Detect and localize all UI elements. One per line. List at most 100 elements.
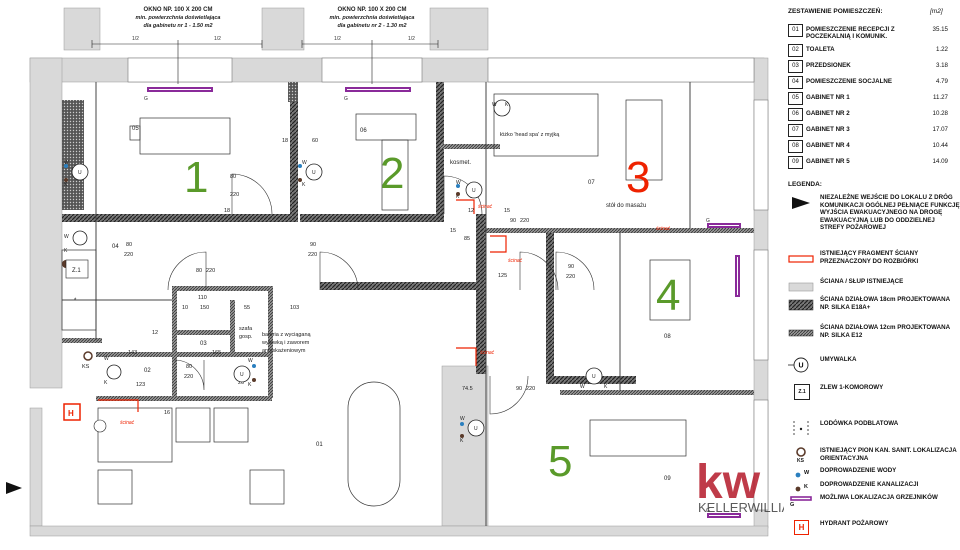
svg-text:K: K	[302, 182, 306, 188]
area-unit: [m2]	[930, 8, 943, 15]
svg-text:stół do masażu: stół do masażu	[606, 203, 646, 209]
demolition-labels: ścinać ścinać ścinać ścinać ścinać	[120, 204, 671, 426]
svg-text:12: 12	[468, 208, 474, 214]
sewer-connection-icon	[795, 486, 801, 492]
svg-text:05: 05	[132, 126, 139, 132]
svg-text:W: W	[460, 416, 465, 422]
svg-text:18: 18	[224, 208, 230, 214]
riser-icon	[796, 447, 806, 457]
svg-text:H: H	[68, 409, 74, 418]
svg-text:55: 55	[244, 305, 250, 311]
room-row: 03 PRZEDSIONEK 3.18	[788, 60, 948, 74]
svg-text:U: U	[312, 170, 316, 176]
existing-columns	[62, 82, 298, 210]
big-room-numbers: 1 2 3 4 5	[184, 149, 680, 486]
radiators	[147, 87, 741, 518]
svg-text:K: K	[604, 384, 608, 390]
svg-text:*: *	[74, 298, 77, 304]
existing-wall-icon	[788, 282, 814, 292]
svg-text:165: 165	[212, 350, 221, 356]
svg-text:W: W	[104, 356, 109, 362]
svg-text:W: W	[64, 160, 69, 166]
svg-text:U: U	[592, 374, 596, 380]
svg-text:KELLERWILLIAMS: KELLERWILLIAMS	[698, 500, 784, 515]
radiator-labels: G G G G	[144, 96, 710, 514]
svg-text:08: 08	[664, 334, 671, 340]
kitchen-items: Z.1 *	[65, 259, 89, 304]
svg-text:gosp.: gosp.	[239, 334, 253, 340]
svg-text:łóżko 'head spa' z myjką: łóżko 'head spa' z myjką	[500, 132, 560, 138]
svg-text:90: 90	[516, 386, 522, 392]
svg-text:80: 80	[196, 268, 202, 274]
door-swings	[167, 173, 595, 415]
svg-text:wylewką i zaworem: wylewką i zaworem	[261, 340, 310, 346]
svg-text:90: 90	[510, 218, 516, 224]
svg-text:80: 80	[186, 364, 192, 370]
hydrant-icon: H	[63, 403, 107, 433]
svg-text:1/2: 1/2	[408, 36, 415, 42]
legend-heading: LEGENDA:	[788, 181, 822, 188]
svg-text:ścinać: ścinać	[478, 204, 493, 210]
sink-room-07a: U W K	[456, 180, 483, 200]
room-codes: 01 02 03 04 05 06 07 08 09	[112, 126, 671, 482]
svg-text:80: 80	[126, 242, 132, 248]
room-row: 06 GABINET NR 2 10.28	[788, 108, 948, 122]
svg-text:ścinać: ścinać	[480, 350, 495, 356]
svg-text:U: U	[78, 170, 82, 176]
svg-text:bateria z wyciąganą: bateria z wyciąganą	[262, 332, 312, 338]
svg-text:12: 12	[152, 330, 158, 336]
svg-text:W: W	[64, 234, 69, 240]
floor-plan: OKNO NP. 100 X 200 CM min. powierzchnia …	[6, 7, 784, 537]
svg-text:90: 90	[310, 242, 316, 248]
wall-18cm-icon	[788, 299, 814, 311]
svg-text:1/2: 1/2	[214, 36, 221, 42]
half-marks: 1/2 1/2 1/2 1/2	[132, 36, 415, 42]
svg-text:kosmet.: kosmet.	[450, 160, 471, 166]
svg-text:W: W	[248, 358, 253, 364]
sink-room-07b: W K	[492, 99, 511, 117]
entrance-arrow-icon	[792, 197, 810, 209]
entrance-arrow-icon	[6, 482, 22, 494]
svg-text:2: 2	[380, 149, 404, 198]
room-row: 07 GABINET NR 3 17.07	[788, 124, 948, 138]
svg-text:103: 103	[290, 305, 299, 311]
svg-text:1/2: 1/2	[132, 36, 139, 42]
svg-text:dla gabinetu nr 1 - 1.50 m2: dla gabinetu nr 1 - 1.50 m2	[143, 23, 212, 29]
svg-text:ścinać: ścinać	[120, 420, 135, 426]
svg-text:W: W	[492, 102, 497, 108]
svg-text:220: 220	[230, 192, 239, 198]
ks-riser: KS	[82, 351, 93, 370]
room-list-title: ZESTAWIENIE POMIESZCZEŃ:	[788, 8, 883, 15]
water-supply-icon	[795, 472, 801, 478]
svg-text:220: 220	[184, 374, 193, 380]
svg-text:G: G	[706, 218, 710, 224]
svg-text:06: 06	[360, 128, 367, 134]
svg-text:K: K	[460, 438, 464, 444]
svg-text:110: 110	[198, 295, 207, 301]
sink-room-05: U W K	[64, 160, 89, 188]
svg-text:15: 15	[504, 208, 510, 214]
svg-text:3: 3	[626, 153, 650, 202]
svg-text:U: U	[799, 363, 804, 370]
window-dimension-lines	[91, 40, 439, 84]
svg-text:125: 125	[498, 273, 507, 279]
room-row: 04 POMIESZCZENIE SOCJALNE 4.79	[788, 76, 948, 90]
svg-text:143: 143	[128, 350, 137, 356]
svg-text:U: U	[474, 426, 478, 432]
svg-text:W: W	[302, 160, 307, 166]
svg-text:220: 220	[526, 386, 535, 392]
toilet-room-02: W K	[104, 356, 122, 386]
sink-room-08: U W K	[580, 367, 608, 390]
svg-text:16: 16	[164, 410, 170, 416]
demolition-markers	[98, 199, 507, 412]
window-label-2: OKNO NP. 100 X 200 CM min. powierzchnia …	[330, 7, 415, 29]
svg-text:U: U	[472, 188, 476, 194]
svg-text:K: K	[104, 380, 108, 386]
svg-text:220: 220	[566, 274, 575, 280]
svg-text:90: 90	[568, 264, 574, 270]
furniture	[61, 93, 691, 507]
svg-text:ścinać: ścinać	[508, 258, 523, 264]
svg-text:03: 03	[200, 341, 207, 347]
svg-text:min. powierzchnia doświetlając: min. powierzchnia doświetlająca	[136, 15, 221, 21]
sink-room-04: W K	[64, 230, 88, 254]
